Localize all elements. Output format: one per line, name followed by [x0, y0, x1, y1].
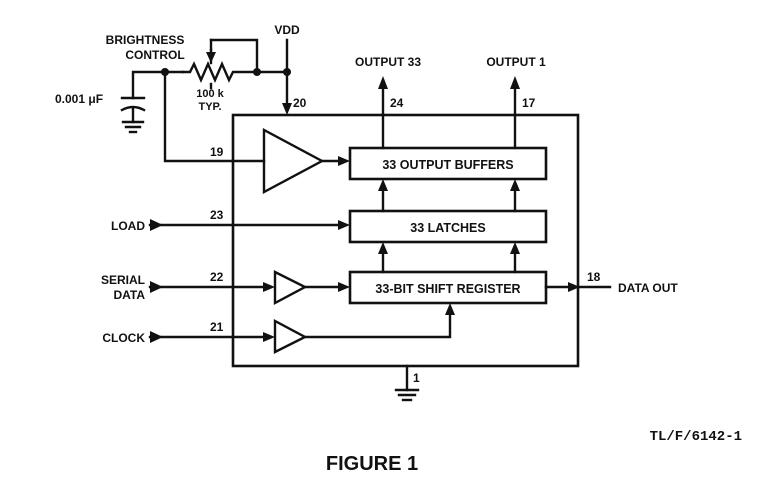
capacitor-value-label: 0.001 μF — [55, 92, 103, 106]
shift-register-block: 33-BIT SHIFT REGISTER — [348, 270, 548, 305]
ground-symbol — [394, 364, 420, 402]
figure-caption: FIGURE 1 — [326, 453, 418, 475]
pin-brightness: 19 — [210, 145, 224, 159]
pot-value-label: 100 k — [196, 88, 224, 100]
brightness-line — [163, 70, 266, 163]
pin-output33: 24 — [390, 96, 404, 110]
serial-data-buffer-triangle — [273, 270, 308, 305]
pin-output1: 17 — [522, 96, 536, 110]
pin-serial-data: 22 — [210, 270, 224, 284]
pin-clock: 21 — [210, 320, 224, 334]
potentiometer-resistor — [181, 61, 259, 83]
output33-label: OUTPUT 33 — [355, 55, 421, 69]
latches-block: 33 LATCHES — [348, 209, 548, 244]
junction-dot — [161, 68, 169, 76]
shift-register-label: 33-BIT SHIFT REGISTER — [375, 282, 520, 296]
pin-data-out: 18 — [587, 270, 601, 284]
brightness-label-2: CONTROL — [125, 48, 184, 62]
output-buffers-label: 33 OUTPUT BUFFERS — [382, 158, 513, 172]
pin-vdd: 20 — [293, 96, 307, 110]
serial-label-1: SERIAL — [101, 273, 145, 287]
capacitor-symbol — [120, 96, 146, 134]
output-buffers-block: 33 OUTPUT BUFFERS — [348, 146, 548, 181]
latches-label: 33 LATCHES — [410, 221, 485, 235]
output1-label: OUTPUT 1 — [486, 55, 546, 69]
data-out-label: DATA OUT — [618, 281, 678, 295]
figure-reference: TL/F/6142-1 — [650, 429, 742, 445]
clock-label: CLOCK — [102, 331, 145, 345]
pin-load: 23 — [210, 208, 224, 222]
load-label: LOAD — [111, 219, 145, 233]
pot-typ-label: TYP. — [198, 101, 221, 113]
clock-buffer-triangle — [273, 319, 308, 354]
vdd-label: VDD — [274, 23, 300, 37]
brightness-label-1: BRIGHTNESS — [106, 33, 185, 47]
serial-label-2: DATA — [113, 288, 145, 302]
pin-ground: 1 — [413, 371, 420, 385]
arrow-to-buffers — [338, 156, 350, 166]
